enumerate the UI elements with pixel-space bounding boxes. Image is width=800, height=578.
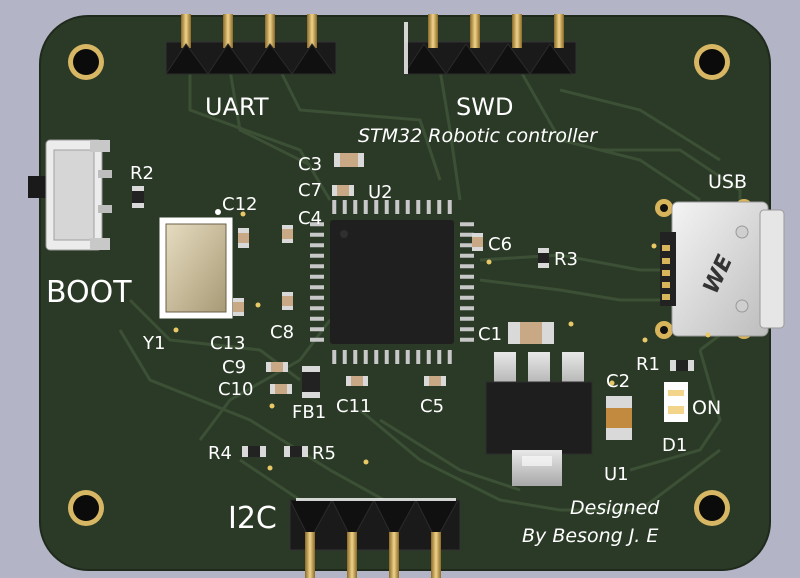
boot-switch — [28, 139, 112, 251]
designator-c4: C4 — [298, 208, 322, 229]
silkscreen-text: UART SWD STM32 Robotic controller USB BO… — [46, 93, 747, 547]
designator-c13: C13 — [210, 333, 245, 354]
label-designed: Designed — [570, 497, 660, 519]
designator-c6: C6 — [488, 234, 512, 255]
designator-u1: U1 — [604, 464, 629, 485]
label-usb: USB — [708, 171, 747, 193]
designator-r5: R5 — [312, 443, 336, 464]
designator-c10: C10 — [218, 379, 253, 400]
designator-r3: R3 — [554, 249, 578, 270]
designator-r2: R2 — [130, 163, 154, 184]
designator-c11: C11 — [336, 396, 371, 417]
regulator-u1 — [485, 352, 593, 486]
label-boot: BOOT — [46, 275, 132, 310]
i2c-pin-header — [289, 498, 461, 578]
label-uart: UART — [205, 93, 269, 121]
designator-c3: C3 — [298, 154, 322, 175]
designator-c1: C1 — [478, 324, 502, 345]
designator-c5: C5 — [420, 396, 444, 417]
usb-connector: WE — [655, 199, 785, 339]
uart-pin-header — [165, 14, 337, 75]
designator-c12: C12 — [222, 194, 257, 215]
mounting-holes — [68, 44, 730, 526]
mcu-u2 — [310, 200, 474, 364]
designator-u2: U2 — [368, 182, 393, 203]
designator-c9: C9 — [222, 357, 246, 378]
swd-pin-header — [403, 14, 577, 75]
pin1-markers — [173, 211, 711, 471]
designator-d1: D1 — [662, 435, 687, 456]
smd-parts — [132, 153, 694, 457]
label-on: ON — [692, 397, 721, 419]
designator-fb1: FB1 — [292, 402, 326, 423]
designator-r1: R1 — [636, 354, 660, 375]
designator-y1: Y1 — [142, 333, 165, 354]
label-author: By Besong J. E — [522, 525, 658, 547]
designator-c8: C8 — [270, 322, 294, 343]
crystal-y1 — [159, 209, 233, 319]
label-i2c: I2C — [228, 501, 277, 536]
designator-r4: R4 — [208, 443, 232, 464]
designator-c2: C2 — [606, 371, 630, 392]
designator-c7: C7 — [298, 180, 322, 201]
label-swd: SWD — [456, 93, 513, 121]
label-board-title: STM32 Robotic controller — [358, 125, 598, 147]
